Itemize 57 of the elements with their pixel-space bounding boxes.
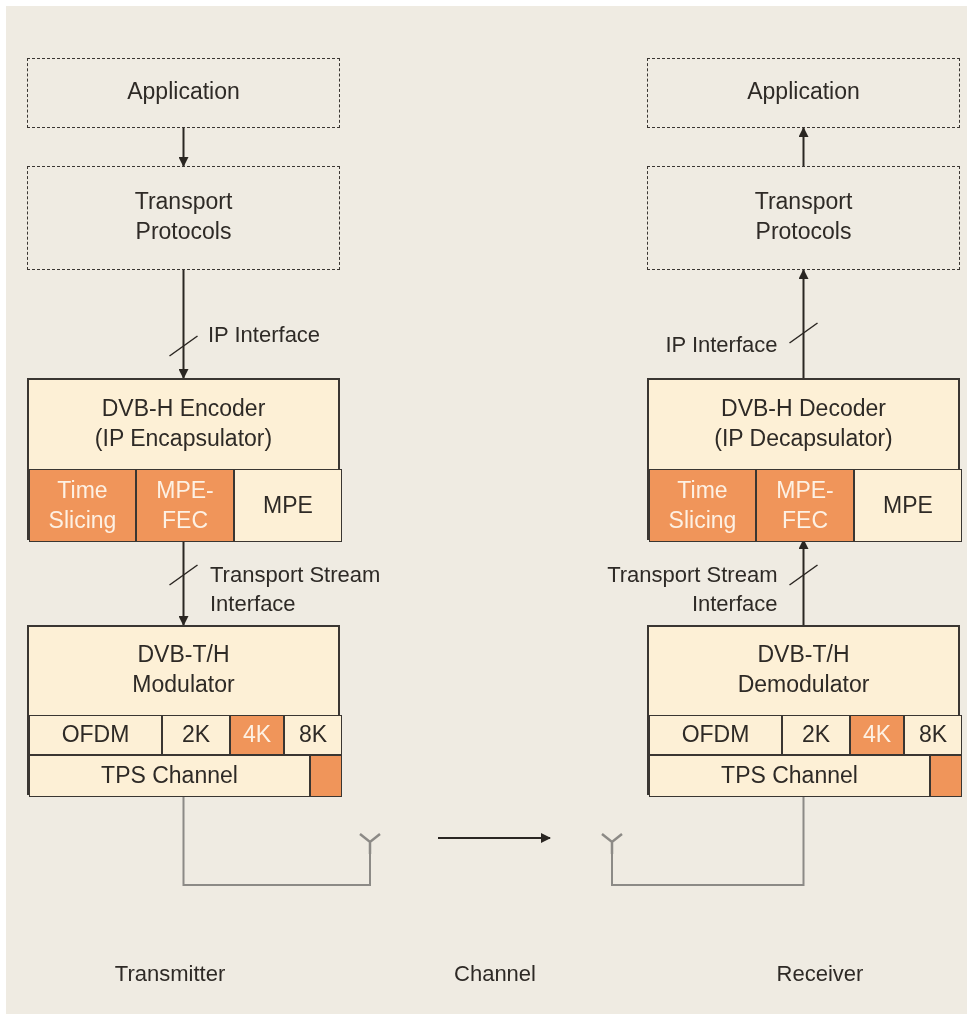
block-label: 4K — [861, 720, 893, 750]
block-label: 2K — [180, 720, 212, 750]
antenna-icon — [600, 832, 624, 854]
block-label: Transport Protocols — [753, 187, 854, 246]
field-cell — [284, 715, 342, 755]
block-label: OFDM — [680, 720, 751, 750]
block-label: 8K — [297, 720, 329, 750]
field-cell — [136, 469, 234, 542]
block-label: Time Slicing — [667, 475, 738, 535]
block-label: MPE — [262, 490, 314, 520]
block-label: Time Slicing — [47, 475, 118, 535]
field-cell — [649, 469, 756, 542]
block-label: DVB-T/H Modulator — [131, 640, 236, 699]
status-box — [930, 755, 962, 797]
field-cell — [234, 469, 342, 542]
field-cell — [29, 469, 136, 542]
block-label: MPE-FEC — [775, 475, 835, 535]
block-label: 8K — [917, 720, 949, 750]
layer-box — [27, 58, 340, 128]
block-box — [647, 625, 960, 795]
block-label: Transport Protocols — [133, 187, 234, 246]
field-cell — [29, 715, 162, 755]
field-cell — [850, 715, 904, 755]
field-cell — [782, 715, 850, 755]
arrow — [798, 269, 809, 379]
block-label: DVB-H Decoder (IP Decapsulator) — [713, 393, 894, 453]
block-label: MPE — [882, 490, 934, 520]
field-cell — [854, 469, 962, 542]
field-cell — [29, 755, 310, 797]
arrow — [178, 127, 189, 167]
block-label: DVB-H Encoder (IP Encapsulator) — [93, 393, 274, 453]
block-label: MPE-FEC — [155, 475, 215, 535]
layer-box — [647, 58, 960, 128]
layer-box — [647, 166, 960, 270]
block-label: TPS Channel — [720, 761, 859, 791]
field-cell — [756, 469, 854, 542]
block-label: 2K — [800, 720, 832, 750]
field-cell — [162, 715, 230, 755]
block-label: TPS Channel — [100, 761, 239, 791]
status-box — [310, 755, 342, 797]
arrow — [437, 833, 551, 843]
block-label: Application — [746, 77, 861, 107]
block-label: Application — [126, 77, 241, 107]
block-box — [647, 378, 960, 540]
block-box — [27, 378, 340, 540]
arrow — [178, 269, 189, 379]
field-cell — [230, 715, 284, 755]
field-cell — [904, 715, 962, 755]
field-cell — [649, 715, 782, 755]
block-label: 4K — [241, 720, 273, 750]
layer-box — [27, 166, 340, 270]
block-label: OFDM — [60, 720, 131, 750]
antenna-icon — [358, 832, 382, 854]
block-label: DVB-T/H Demodulator — [736, 640, 871, 699]
field-cell — [649, 755, 930, 797]
block-box — [27, 625, 340, 795]
arrow — [798, 127, 809, 167]
